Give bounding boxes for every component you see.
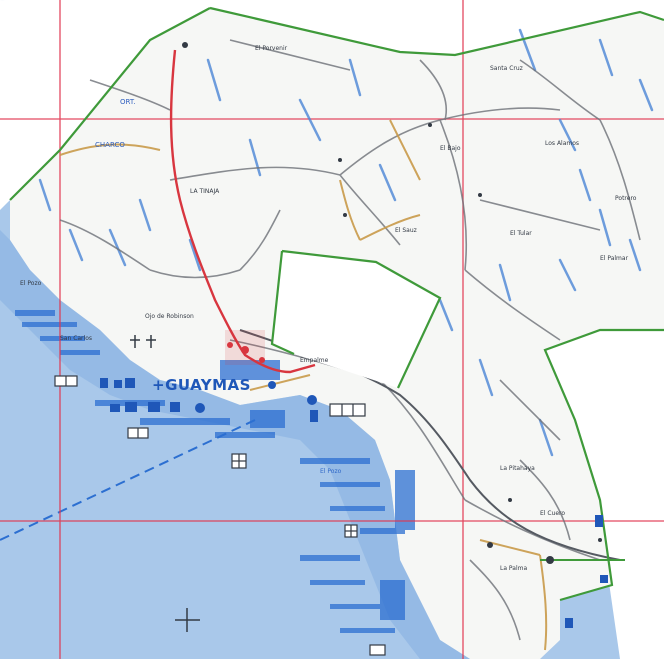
coast-label-1: El Pozo — [320, 468, 342, 475]
label-la-palma: La Palma — [500, 565, 527, 572]
label-san-carlos: San Carlos — [60, 335, 92, 342]
municipal-boundary — [209, 6, 664, 57]
label-charco: CHARCO — [95, 141, 125, 149]
airport-icons — [130, 335, 200, 632]
label-santa-cruz: Santa Cruz — [490, 65, 523, 72]
label-el-porvenir: El Porvenir — [255, 45, 288, 52]
city-cluster — [225, 330, 265, 365]
secondary-roads — [59, 39, 641, 641]
label-el-bajo: El Bajo — [440, 145, 461, 152]
town-markers — [182, 42, 602, 564]
federal-highway — [169, 49, 316, 374]
label-la-tinaja: LA TINAJA — [190, 188, 220, 195]
label-orti: ORT. — [120, 98, 136, 106]
symbol-crosses — [65, 376, 357, 537]
enclave-area — [272, 251, 440, 388]
label-la-pitahaya: La Pitahaya — [500, 465, 535, 472]
label-el-pozo: El Pozo — [20, 280, 42, 287]
label-el-palmar: El Palmar — [600, 255, 629, 262]
label-empalme: Empalme — [300, 357, 329, 364]
tan-roads — [59, 119, 548, 651]
enclave-boundary — [270, 249, 442, 389]
label-el-tular: El Tular — [510, 230, 532, 237]
service-icons — [100, 378, 608, 628]
city-label-guaymas: +GUAYMAS — [152, 376, 251, 394]
label-potrero: Potrero — [615, 195, 637, 202]
municipal-boundary-east — [543, 328, 664, 602]
label-ojo-de-robinson: Ojo de Robinson — [145, 313, 194, 320]
rivers — [38, 28, 654, 457]
municipal-boundary-west — [9, 7, 211, 201]
label-los-alamos: Los Alamos — [545, 140, 579, 147]
label-el-sauz: El Sauz — [395, 227, 417, 234]
coastal-shoal — [0, 230, 470, 659]
label-el-cuero: El Cuero — [540, 510, 565, 517]
